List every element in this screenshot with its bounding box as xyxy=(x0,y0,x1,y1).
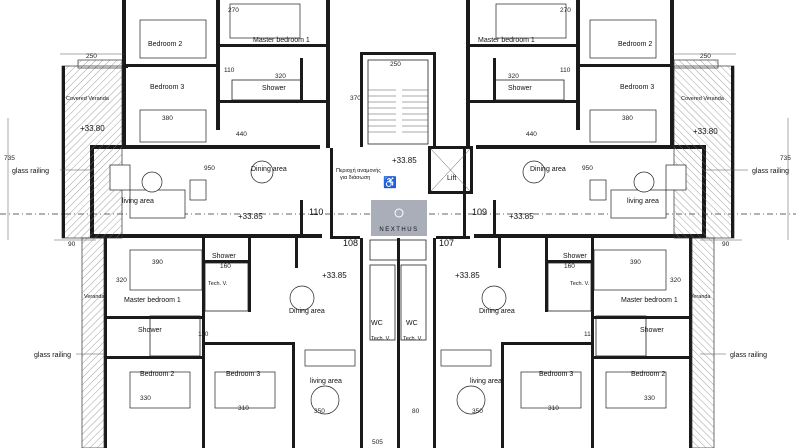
note-glass-railing-left-bottom: glass railing xyxy=(34,352,71,359)
room-label-bedroom2-lower-right: Bedroom 2 xyxy=(631,371,665,378)
right-wing xyxy=(400,0,789,448)
room-label-wc-left: WC xyxy=(371,320,383,327)
dim-390-left: 390 xyxy=(152,259,163,266)
level-mark-apt-109: +33.85 xyxy=(509,212,534,221)
apartment-number-109: 109 xyxy=(472,207,487,217)
dim-310-right: 310 xyxy=(548,405,559,412)
room-label-veranda-right: Veranda xyxy=(690,294,711,300)
room-label-techv-left: Tech. V. xyxy=(208,281,228,287)
room-label-covered-veranda-right: Covered Veranda xyxy=(681,96,725,102)
apartment-number-108: 108 xyxy=(343,238,358,248)
dim-735-right: 735 xyxy=(780,155,791,162)
room-label-bedroom2-top-right: Bedroom 2 xyxy=(618,41,652,48)
dim-310-left: 310 xyxy=(238,405,249,412)
room-label-shower-mid-left: Shower xyxy=(212,253,236,260)
dim-330-right: 330 xyxy=(644,395,655,402)
note-glass-railing-right-bottom: glass railing xyxy=(730,352,767,359)
room-label-living-right-2: living area xyxy=(470,378,502,385)
dim-505: 505 xyxy=(372,439,383,446)
level-mark-left-veranda: +33.80 xyxy=(80,124,105,133)
room-label-master-bedroom-lower-right: Master bedroom 1 xyxy=(621,297,678,304)
room-label-wc-right: WC xyxy=(406,320,418,327)
room-label-techv-lower-right: Tech. V. xyxy=(403,336,423,342)
dim-440-left: 440 xyxy=(236,131,247,138)
room-label-shower-top-left: Shower xyxy=(262,85,286,92)
room-label-shower-top-right: Shower xyxy=(508,85,532,92)
room-label-bedroom3-right: Bedroom 3 xyxy=(620,84,654,91)
level-mark-apt-108: +33.85 xyxy=(322,271,347,280)
room-label-bedroom2-top-left: Bedroom 2 xyxy=(148,41,182,48)
dim-250-core: 250 xyxy=(390,61,401,68)
dim-350-left: 350 xyxy=(314,408,325,415)
room-label-dining-right-2: Dining area xyxy=(479,308,515,315)
logo-text: NEXTHUS xyxy=(379,227,418,233)
room-label-shower-lower-right: Shower xyxy=(640,327,664,334)
dim-320-right: 320 xyxy=(508,73,519,80)
dim-110-right-top: 110 xyxy=(560,67,571,74)
dim-735-left: 735 xyxy=(4,155,15,162)
room-label-lift: Lift xyxy=(447,175,456,182)
dim-390-right: 390 xyxy=(630,259,641,266)
room-label-master-bedroom-top-right: Master bedroom 1 xyxy=(478,37,535,44)
room-label-master-bedroom-lower-left: Master bedroom 1 xyxy=(124,297,181,304)
core xyxy=(330,52,473,448)
room-label-living-left-1: living area xyxy=(122,198,154,205)
room-label-techv-lower-left: Tech. V. xyxy=(371,336,391,342)
dim-270-right: 270 xyxy=(560,7,571,14)
level-mark-apt-107: +33.85 xyxy=(455,271,480,280)
room-label-bedroom3-lower-right: Bedroom 3 xyxy=(539,371,573,378)
room-label-dining-right-1: Dining area xyxy=(530,166,566,173)
room-label-shower-lower-left: Shower xyxy=(138,327,162,334)
dim-90-right: 90 xyxy=(722,241,730,248)
logo: NEXTHUS xyxy=(371,200,427,236)
room-label-shower-mid-right: Shower xyxy=(563,253,587,260)
room-label-covered-veranda-left: Covered Veranda xyxy=(66,96,110,102)
left-wing xyxy=(7,0,396,448)
dim-160-left: 160 xyxy=(220,263,231,270)
dim-110-lower-right: 110 xyxy=(584,331,595,338)
room-label-bedroom3-left: Bedroom 3 xyxy=(150,84,184,91)
escape-area-line2: για διάσωση xyxy=(340,174,370,181)
dim-90-left: 90 xyxy=(68,241,76,248)
dim-160-right: 160 xyxy=(564,263,575,270)
dim-270-left: 270 xyxy=(228,7,239,14)
apartment-number-110: 110 xyxy=(309,207,323,217)
dim-110-left-top: 110 xyxy=(224,67,235,74)
note-glass-railing-left-top: glass railing xyxy=(12,168,49,175)
room-label-bedroom2-lower-left: Bedroom 2 xyxy=(140,371,174,378)
dim-80: 80 xyxy=(412,408,420,415)
room-label-dining-left-1: Dining area xyxy=(251,166,287,173)
dim-440-right: 440 xyxy=(526,131,537,138)
dim-370: 370 xyxy=(350,95,361,102)
room-label-bedroom3-lower-left: Bedroom 3 xyxy=(226,371,260,378)
accessibility-icon: ♿ xyxy=(383,176,397,189)
dim-320-lower-left: 320 xyxy=(116,277,127,284)
dim-380-right: 380 xyxy=(622,115,633,122)
dim-330-left: 330 xyxy=(140,395,151,402)
room-label-dining-left-2: Dining area xyxy=(289,308,325,315)
room-label-techv-right: Tech. V. xyxy=(570,281,590,287)
dim-950-left: 950 xyxy=(204,165,215,172)
apartment-number-107: 107 xyxy=(439,238,454,248)
level-mark-lobby: +33.85 xyxy=(392,156,417,165)
dim-320-lower-right: 320 xyxy=(670,277,681,284)
stair-treads xyxy=(368,89,428,133)
dim-950-right: 950 xyxy=(582,165,593,172)
dim-380-left: 380 xyxy=(162,115,173,122)
room-label-veranda-left: Veranda xyxy=(84,294,105,300)
level-mark-apt-110: +33.85 xyxy=(238,212,263,221)
dim-350-right: 350 xyxy=(472,408,483,415)
escape-area-line1: Περιοχή αναμονής xyxy=(336,167,381,174)
dim-250-right: 250 xyxy=(700,53,711,60)
room-label-living-left-2: living area xyxy=(310,378,342,385)
room-label-living-right-1: living area xyxy=(627,198,659,205)
dim-250-left: 250 xyxy=(86,53,97,60)
logo-mark xyxy=(394,208,404,218)
level-mark-right-veranda: +33.80 xyxy=(693,127,718,136)
dim-320-left: 320 xyxy=(275,73,286,80)
room-label-master-bedroom-top-left: Master bedroom 1 xyxy=(253,37,310,44)
note-glass-railing-right-top: glass railing xyxy=(752,168,789,175)
dim-110-lower-left: 110 xyxy=(198,331,209,338)
